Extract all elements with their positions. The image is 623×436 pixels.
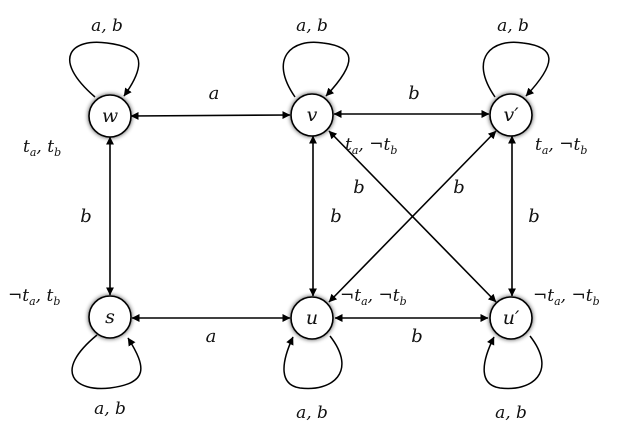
edge-vprime-u — [328, 130, 497, 303]
valuation-s: ¬ta, tb — [8, 286, 60, 308]
edge-label-v-u: b — [330, 206, 342, 227]
edge-label-s-u: a — [206, 326, 217, 347]
node-s: s — [88, 295, 132, 339]
loop-label-v: a, b — [296, 16, 328, 36]
node-uprime-label: u′ — [503, 307, 520, 329]
node-w: w — [88, 94, 132, 138]
valuation-uprime: ¬ta, ¬tb — [533, 286, 600, 308]
node-v: v — [290, 93, 334, 137]
valuation-w: ta, tb — [23, 137, 61, 159]
loop-w — [68, 41, 140, 98]
edge-label-vprime-uprime: b — [528, 206, 540, 227]
loop-label-w: a, b — [91, 16, 123, 36]
node-v-label: v — [307, 104, 318, 126]
edge-label-w-s: b — [80, 206, 92, 227]
edge-w-v — [130, 111, 291, 120]
loop-uprime — [483, 335, 543, 390]
loop-u — [283, 335, 343, 390]
edge-label-v-uprime: b — [353, 177, 365, 198]
node-w-label: w — [102, 105, 118, 127]
edge-label-u-uprime: b — [411, 326, 423, 347]
valuation-u: ¬ta, ¬tb — [340, 286, 407, 308]
loop-label-uprime: a, b — [495, 403, 527, 423]
edge-label-vprime-u: b — [453, 177, 465, 198]
valuation-vprime: ta, ¬tb — [535, 135, 587, 157]
node-s-label: s — [105, 306, 115, 328]
loop-label-vprime: a, b — [497, 16, 529, 36]
edge-label-w-v: a — [209, 83, 220, 104]
loop-s — [71, 334, 142, 390]
loop-vprime — [482, 41, 550, 98]
node-u: u — [290, 296, 334, 340]
node-vprime-label: v′ — [503, 104, 519, 126]
edge-label-v-vprime: b — [408, 83, 420, 104]
valuation-v: ta, ¬tb — [345, 135, 397, 157]
loop-label-s: a, b — [94, 399, 126, 419]
loop-v — [282, 41, 350, 98]
loop-label-u: a, b — [296, 403, 328, 423]
node-uprime: u′ — [489, 296, 533, 340]
node-u-label: u — [306, 307, 318, 329]
node-vprime: v′ — [489, 93, 533, 137]
